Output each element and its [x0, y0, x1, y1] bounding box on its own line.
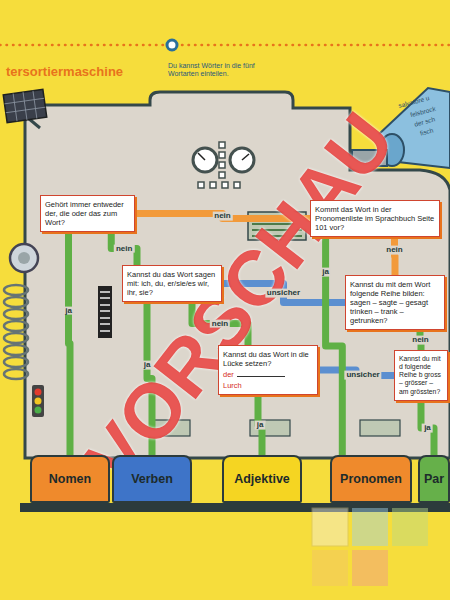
question-box: Kommt das Wort in der Pronomenliste im S…	[310, 200, 440, 237]
sorting-bin: Adjektive	[222, 455, 302, 503]
pipe-label: nein	[384, 246, 404, 255]
question-text: Kannst du mit d folgende Reihe b gross –…	[399, 355, 443, 396]
sorting-bin: Nomen	[30, 455, 110, 503]
rule-dot	[167, 40, 177, 50]
bin-label: Adjektive	[234, 472, 290, 486]
pipe-label: ja	[320, 268, 331, 277]
bin-label: Par	[424, 472, 444, 486]
pipe-connector	[391, 237, 399, 275]
question-box: Kannst du das Wort in die Lücke setzen? d…	[218, 345, 318, 395]
pipe-label: nein	[210, 319, 230, 328]
dotted-rule	[0, 44, 450, 47]
publisher-logo	[312, 508, 428, 586]
coil-spring	[4, 285, 28, 379]
question-box: Kannst du mit d folgende Reihe b gross –…	[394, 350, 448, 401]
barcode-strip	[98, 286, 112, 338]
sorting-bin: Par	[418, 455, 450, 503]
pipe-label: ja	[255, 421, 266, 430]
traffic-light	[32, 385, 44, 417]
question-text: Kannst du mit dem Wort folgende Reihe bi…	[350, 280, 440, 325]
pipe-label: ja	[63, 306, 74, 315]
pipe-connector	[69, 232, 71, 455]
pipe-connector	[111, 232, 137, 265]
solar-panel	[3, 89, 47, 128]
pipe-label: nein	[114, 244, 134, 253]
sorting-bin: Pronomen	[330, 455, 412, 503]
question-text: Kannst du das Wort in die Lücke setzen?	[223, 350, 313, 368]
bin-label: Pronomen	[340, 472, 402, 486]
pipe-label: unsicher	[344, 371, 381, 380]
question-text: Gehört immer entweder der, die oder das …	[45, 200, 130, 227]
gauges	[193, 148, 254, 172]
pipe-label: nein	[212, 212, 232, 221]
pipe-label: unsicher	[265, 289, 302, 298]
sorting-bin: Verben	[112, 455, 192, 503]
speaker	[10, 244, 38, 272]
question-text: Lurch	[223, 381, 313, 390]
question-text: der	[223, 370, 313, 379]
pipe-connector	[421, 401, 434, 455]
bin-label: Nomen	[49, 472, 91, 486]
question-box: Gehört immer entweder der, die oder das …	[40, 195, 135, 232]
pipe-label: ja	[142, 361, 153, 370]
question-box: Kannst du mit dem Wort folgende Reihe bi…	[345, 275, 445, 330]
pipe-label: ja	[422, 423, 433, 432]
speaker-core	[18, 252, 30, 264]
bin-label: Verben	[131, 472, 173, 486]
page-title: tersortiermaschine	[6, 64, 123, 79]
question-text: Kommt das Wort in der Pronomenliste im S…	[315, 205, 435, 232]
question-box: Kannst du das Wort sagen mit: ich, du, e…	[122, 265, 222, 302]
pipe-label: nein	[410, 336, 430, 345]
note-text: Du kannst Wörter in die fünf Wortarten e…	[168, 62, 280, 79]
control-buttons	[198, 142, 240, 188]
question-text: Kannst du das Wort sagen mit: ich, du, e…	[127, 270, 217, 297]
